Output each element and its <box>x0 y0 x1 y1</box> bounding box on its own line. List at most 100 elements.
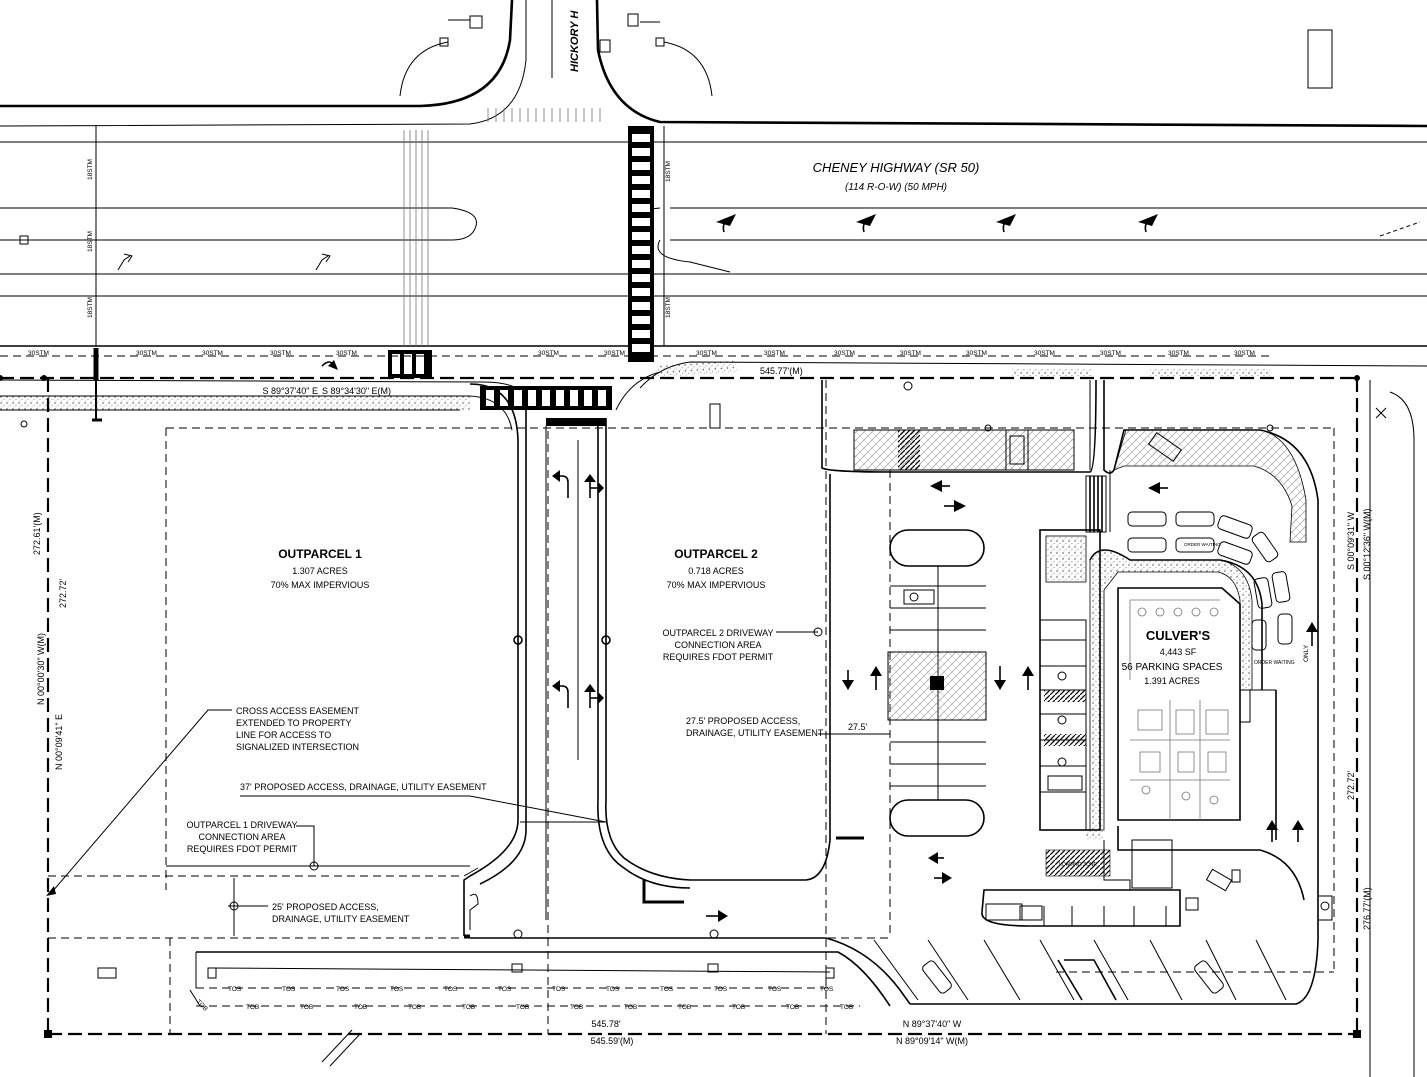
outparcel1-acres: 1.307 ACRES <box>292 566 348 576</box>
bearing-north-2: S 89°34'30" E(M) <box>322 386 391 396</box>
stm30-3: 30STM <box>202 350 223 357</box>
stm18-w1: 18STM <box>87 159 94 180</box>
note-cross-access-3: LINE FOR ACCESS TO <box>236 730 331 740</box>
note-easement-37: 37' PROPOSED ACCESS, DRAINAGE, UTILITY E… <box>240 782 607 823</box>
tos-label: TOS <box>820 986 834 993</box>
stm30-12: 30STM <box>966 350 987 357</box>
tos-label: TOS <box>660 986 674 993</box>
tos-label: TOS <box>498 986 512 993</box>
tob-label: TOB <box>462 1004 475 1011</box>
road-info: (114 R-O-W) (50 MPH) <box>845 182 947 193</box>
note-op1-driveway-2: CONNECTION AREA <box>198 832 285 842</box>
tos-label: TOS <box>768 986 782 993</box>
note-easement-25: 25' PROPOSED ACCESS, DRAINAGE, UTILITY E… <box>228 878 410 936</box>
tob-label: TOB <box>678 1004 691 1011</box>
property-boundary: S 89°37'40" E S 89°34'30" E(M) 545.77'(M… <box>0 366 1415 1077</box>
bearing-south-2: N 89°09'14" W(M) <box>896 1036 968 1046</box>
bearing-east-4: 276.77'(M) <box>1362 887 1372 930</box>
stm18-e1: 18STM <box>665 161 672 182</box>
outparcel1-impervious: 70% MAX IMPERVIOUS <box>271 580 370 590</box>
note-cross-access-1: CROSS ACCESS EASEMENT <box>236 706 360 716</box>
crosswalk-east <box>628 126 654 362</box>
note-op2-driveway-1: OUTPARCEL 2 DRIVEWAY <box>662 628 773 638</box>
tos-label: TOS <box>552 986 566 993</box>
stm30-5: 30STM <box>336 350 357 357</box>
outparcel2-acres: 0.718 ACRES <box>688 566 744 576</box>
note-easement-275-1: 27.5' PROPOSED ACCESS, <box>686 716 800 726</box>
stm30-9: 30STM <box>764 350 785 357</box>
tos-label: TOS <box>228 986 242 993</box>
note-op2-driveway-2: CONNECTION AREA <box>674 640 761 650</box>
stm18-e2: 18STM <box>665 297 672 318</box>
bearing-north-1: S 89°37'40" E <box>262 386 318 396</box>
bearing-west-4: N 00°09'41" E <box>54 714 64 770</box>
tob-label: TOB <box>408 1004 421 1011</box>
culvers-building: CULVER'S 4,443 SF 56 PARKING SPACES 1.39… <box>1117 587 1241 821</box>
outparcel2-impervious: 70% MAX IMPERVIOUS <box>667 580 766 590</box>
bearing-south-1: N 89°37'40" W <box>903 1019 962 1029</box>
note-op2-driveway-3: REQUIRES FDOT PERMIT <box>663 652 774 662</box>
note-op1-driveway: OUTPARCEL 1 DRIVEWAY CONNECTION AREA REQ… <box>166 820 470 871</box>
note-easement-25-1: 25' PROPOSED ACCESS, <box>272 902 379 912</box>
hickory-intersection: HICKORY H <box>0 0 1427 128</box>
tob-label: TOB <box>516 1004 529 1011</box>
culvers-sf: 4,443 SF <box>1160 647 1197 657</box>
outparcel1-name: OUTPARCEL 1 <box>278 547 362 561</box>
bearing-east-3: 272.72' <box>1346 770 1356 800</box>
traffic-arrows <box>321 360 1304 922</box>
loading-zone: LOADING ZONE <box>1059 862 1097 868</box>
note-easement-25-2: DRAINAGE, UTILITY EASEMENT <box>272 914 410 924</box>
only-marking: ONLY <box>1303 644 1310 662</box>
dim-275: 27.5' <box>848 722 868 732</box>
bearing-east-1: S 00°09'31" W <box>1346 511 1356 570</box>
bearing-east-2: S 00°12'36" W(M) <box>1362 508 1372 580</box>
stm30-2: 30STM <box>136 350 157 357</box>
tos-label: TOS <box>714 986 728 993</box>
road-name: CHENEY HIGHWAY (SR 50) <box>813 160 980 175</box>
note-op2-driveway: OUTPARCEL 2 DRIVEWAY CONNECTION AREA REQ… <box>662 627 823 662</box>
stm30-10: 30STM <box>834 350 855 357</box>
stm30-6: 30STM <box>538 350 559 357</box>
access-road <box>463 383 911 1005</box>
tos-label: TOS <box>444 986 458 993</box>
note-op1-driveway-3: REQUIRES FDOT PERMIT <box>187 844 298 854</box>
sidewalk-north <box>0 360 1427 431</box>
south-parking <box>873 939 1287 1001</box>
tob-label: TOB <box>840 1004 853 1011</box>
note-cross-access-2: EXTENDED TO PROPERTY <box>236 718 352 728</box>
outparcel-1: OUTPARCEL 1 1.307 ACRES 70% MAX IMPERVIO… <box>271 547 370 590</box>
culvers-parking: 56 PARKING SPACES <box>1122 662 1223 673</box>
stm30-1: 30STM <box>28 350 49 357</box>
tos-label: TOS <box>336 986 350 993</box>
tos-label: TOS <box>282 986 296 993</box>
bearing-south-dist-2: 545.59'(M) <box>591 1036 634 1046</box>
tob-label: TOB <box>246 1004 259 1011</box>
bearing-west-3: N 00°00'30" W(M) <box>36 633 46 705</box>
note-easement-275: 27.5' PROPOSED ACCESS, DRAINAGE, UTILITY… <box>686 716 890 738</box>
culvers-name: CULVER'S <box>1146 628 1211 643</box>
note-cross-access: CROSS ACCESS EASEMENT EXTENDED TO PROPER… <box>46 706 360 896</box>
stm30-4: 30STM <box>270 350 291 357</box>
outparcel-2: OUTPARCEL 2 0.718 ACRES 70% MAX IMPERVIO… <box>667 547 766 590</box>
tob-label: TOB <box>624 1004 637 1011</box>
tob-label: TOB <box>786 1004 799 1011</box>
culvers-acres: 1.391 ACRES <box>1144 676 1200 686</box>
tob-label: TOB <box>354 1004 367 1011</box>
stm30-13: 30STM <box>1034 350 1055 357</box>
note-easement-275-2: DRAINAGE, UTILITY EASEMENT <box>686 728 824 738</box>
order-waiting-2: ORDER WAITING <box>1254 660 1295 666</box>
note-easement-37-text: 37' PROPOSED ACCESS, DRAINAGE, UTILITY E… <box>240 782 487 792</box>
stm18-w2: 18STM <box>87 231 94 252</box>
tob-label: TOB <box>300 1004 313 1011</box>
stm30-7: 30STM <box>604 350 625 357</box>
tob-label: TOB <box>570 1004 583 1011</box>
bearing-north-dist: 545.77'(M) <box>760 366 803 376</box>
stm30-15: 30STM <box>1168 350 1189 357</box>
cheney-highway: CHENEY HIGHWAY (SR 50) (114 R-O-W) (50 M… <box>0 126 1427 410</box>
east-parking <box>1127 511 1293 651</box>
note-op1-driveway-1: OUTPARCEL 1 DRIVEWAY <box>186 820 297 830</box>
bearing-west-1: 272.61'(M) <box>32 512 42 555</box>
stm18-w3: 18STM <box>87 297 94 318</box>
